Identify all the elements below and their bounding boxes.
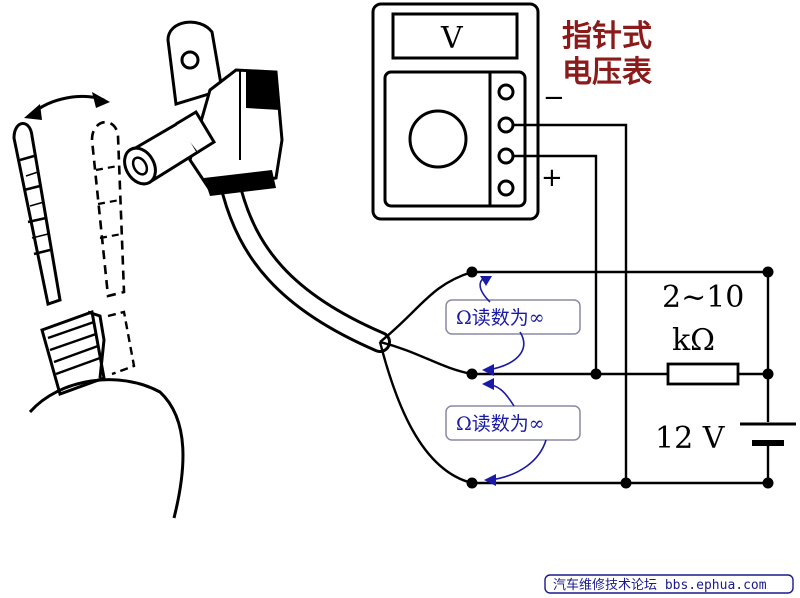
annotation-upper-text: Ω读数为∞ bbox=[456, 307, 545, 329]
voltmeter-dial bbox=[408, 109, 468, 169]
footer-box bbox=[544, 574, 794, 594]
annotation-upper: Ω读数为∞ bbox=[445, 276, 581, 376]
terminal-1 bbox=[497, 83, 515, 101]
motion-arrow bbox=[24, 92, 110, 120]
lead-plus bbox=[513, 154, 598, 374]
battery-label: 12 V bbox=[655, 421, 726, 456]
battery-symbol bbox=[740, 422, 796, 446]
annotation-lower-text: Ω读数为∞ bbox=[456, 413, 545, 435]
circuit bbox=[472, 270, 770, 485]
junction-mid-right bbox=[762, 368, 774, 380]
terminal-minus bbox=[497, 116, 515, 134]
voltmeter-case bbox=[371, 2, 540, 221]
junction-plus-lead bbox=[590, 368, 602, 380]
voltmeter-display bbox=[391, 12, 519, 60]
sensor-cable bbox=[221, 181, 473, 485]
terminal-4 bbox=[497, 179, 515, 197]
meter-title-line2: 电压表 bbox=[562, 55, 652, 90]
screwdriver-solid bbox=[12, 122, 62, 306]
annotation-lower: Ω读数为∞ bbox=[445, 378, 581, 486]
resistor-value-line2: kΩ bbox=[672, 323, 715, 358]
screwdriver-dashed bbox=[90, 120, 126, 298]
footer-text: 汽车维修技术论坛 bbs.ephua.com bbox=[553, 577, 767, 593]
annotation-lower-box bbox=[445, 405, 581, 441]
annotation-upper-box bbox=[445, 299, 581, 335]
resistor bbox=[666, 362, 740, 386]
sensor bbox=[123, 20, 284, 196]
junction-top-right bbox=[762, 266, 774, 278]
plus-sign: + bbox=[541, 163, 563, 193]
screwdriver-handle bbox=[40, 309, 136, 396]
meter-title-line1: 指针式 bbox=[562, 19, 652, 54]
engine-outline bbox=[28, 378, 185, 519]
voltmeter-display-label: V bbox=[440, 21, 464, 56]
terminal-plus bbox=[497, 147, 515, 165]
junction-minus-lead bbox=[620, 477, 632, 489]
junction-bottom-right bbox=[762, 477, 774, 489]
voltmeter-face bbox=[383, 70, 527, 208]
minus-sign: − bbox=[543, 83, 565, 113]
resistor-value-line1: 2~10 bbox=[662, 280, 744, 315]
lead-minus bbox=[513, 123, 628, 483]
voltmeter: V bbox=[371, 2, 540, 221]
